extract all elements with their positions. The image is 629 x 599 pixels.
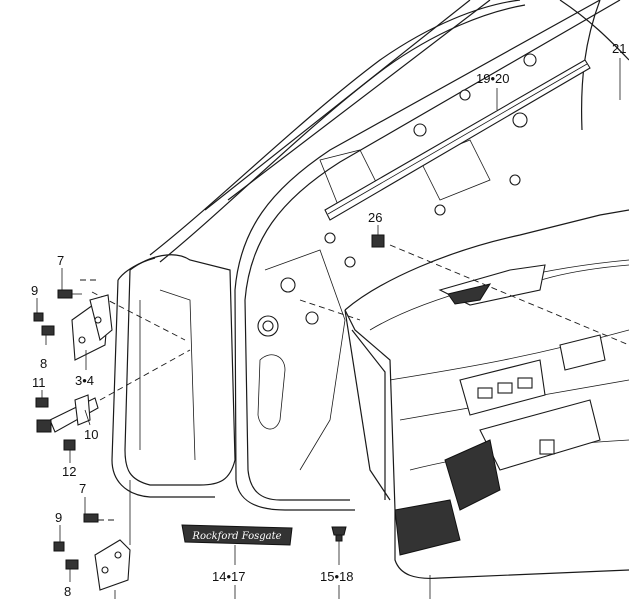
- belt-moulding: [324, 59, 591, 221]
- callout-9-upper: 9: [31, 283, 39, 298]
- lower-hinge: [53, 513, 131, 599]
- door-check: [35, 394, 99, 451]
- upper-hinge: [33, 289, 113, 361]
- callout-11: 11: [32, 375, 46, 390]
- callout-21: 21: [612, 41, 627, 56]
- bolt-9-lower: [53, 541, 65, 552]
- door-trim-panel: [344, 209, 629, 599]
- callout-9-lower: 9: [55, 510, 63, 525]
- speaker-grille-upper: [444, 439, 501, 511]
- callout-7-lower: 7: [79, 481, 87, 496]
- clip-15-18: [331, 526, 347, 599]
- callout-8-lower: 8: [64, 584, 72, 599]
- callout-19-20: 19•20: [476, 71, 510, 86]
- bolt-8-lower: [65, 559, 79, 570]
- callout-10: 10: [84, 427, 99, 442]
- callout-26: 26: [368, 210, 383, 225]
- callout-leaders: [36, 58, 621, 582]
- callout-8-upper: 8: [40, 356, 48, 371]
- bolt-9-upper: [33, 312, 44, 322]
- bolt-7-lower: [83, 513, 99, 523]
- check-bracket: [36, 419, 52, 433]
- clip-26: [371, 225, 385, 248]
- callout-7-upper: 7: [57, 253, 65, 268]
- speaker-emblem: Rockford Fosgate: [181, 524, 293, 599]
- bolt-8-upper: [41, 325, 55, 336]
- callout-12: 12: [62, 464, 77, 479]
- bolt-11: [35, 397, 49, 408]
- door-frame: [111, 0, 629, 511]
- speaker-grille-lower: [394, 499, 461, 556]
- bolt-12: [63, 439, 76, 451]
- leader-lines: [80, 244, 629, 545]
- emblem-lettering: Rockford Fosgate: [191, 531, 281, 542]
- bolt-7-upper: [57, 289, 73, 299]
- callout-14-17: 14•17: [212, 569, 246, 584]
- callout-15-18: 15•18: [320, 569, 354, 584]
- callout-3-4: 3•4: [75, 373, 95, 388]
